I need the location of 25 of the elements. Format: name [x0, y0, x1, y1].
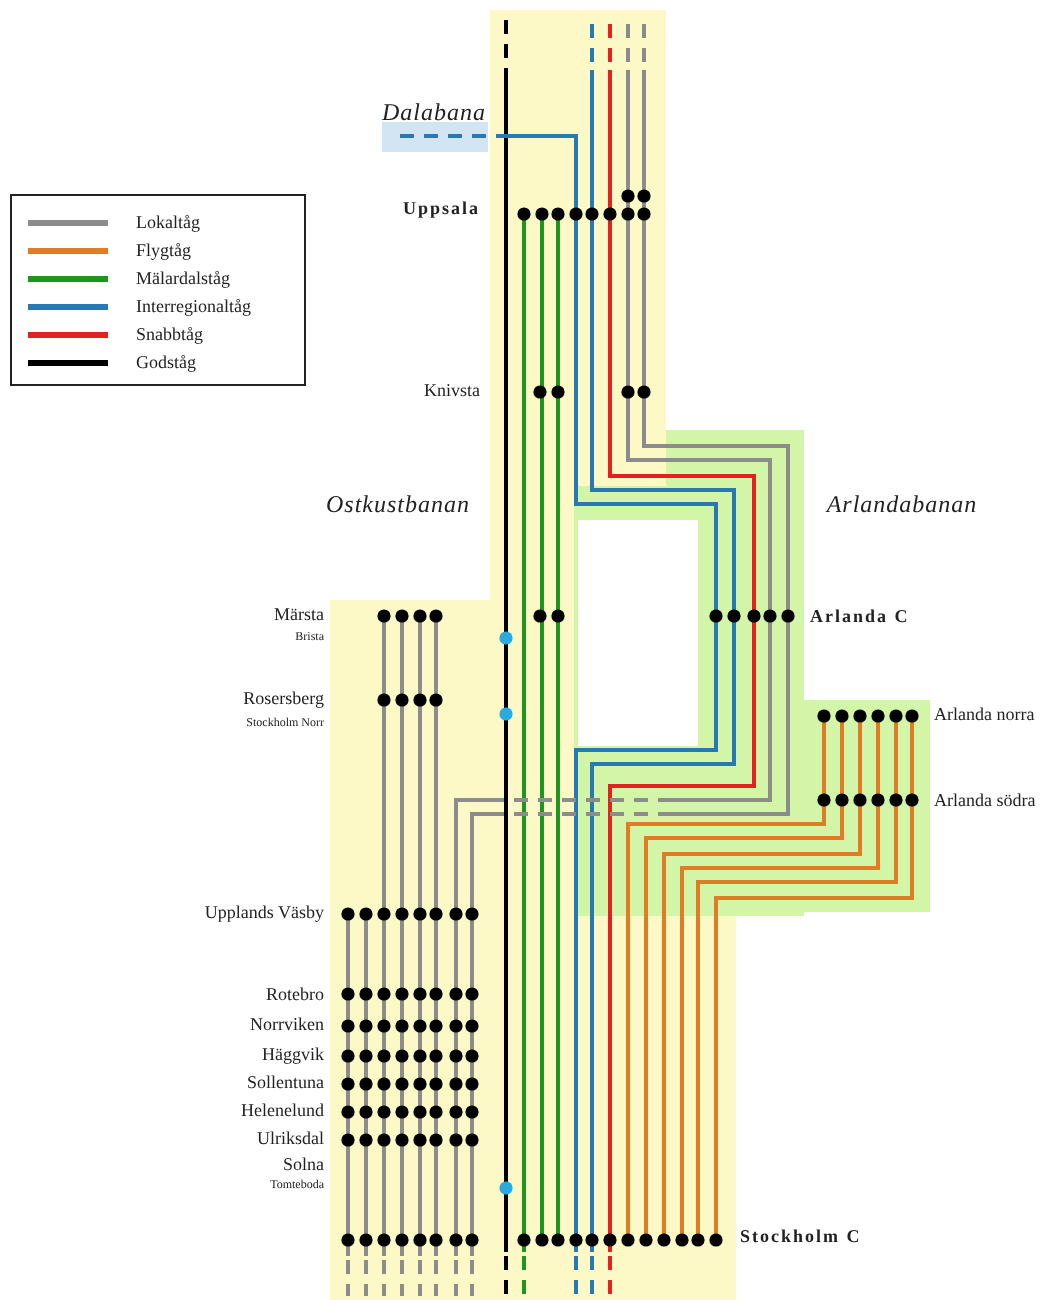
station-name: Ulriksdal — [257, 1130, 324, 1148]
station-name: Rotebro — [266, 986, 324, 1004]
station-name: Arlanda C — [810, 608, 910, 626]
station-name: Arlanda norra — [934, 706, 1035, 724]
station-name: Rosersberg — [243, 690, 324, 708]
station-name: Stockholm C — [740, 1228, 862, 1246]
station-name: Helenelund — [241, 1102, 324, 1120]
station-name: Häggvik — [262, 1046, 324, 1064]
legend-label: Lokaltåg — [136, 212, 200, 232]
line-name: Arlandabanan — [826, 492, 978, 516]
legend-label: Flygtåg — [136, 240, 192, 260]
legend-label: Mälardalståg — [136, 268, 230, 288]
station-name: Norrviken — [250, 1016, 324, 1034]
station-name: Uppsala — [402, 200, 480, 218]
legend-label: Interregionaltåg — [136, 296, 251, 316]
line-name: Dalabana — [382, 100, 486, 124]
legend-label: Snabbtåg — [136, 324, 203, 344]
line-name: Ostkustbanan — [326, 492, 470, 516]
station-name: Sollentuna — [247, 1074, 324, 1092]
station-name: Arlanda södra — [934, 792, 1036, 810]
station-name: Knivsta — [424, 382, 480, 400]
station-name: Upplands Väsby — [204, 904, 324, 922]
legend-label: Godståg — [136, 352, 196, 372]
station-name: Märsta — [274, 606, 324, 624]
station-name: Solna — [282, 1156, 324, 1174]
